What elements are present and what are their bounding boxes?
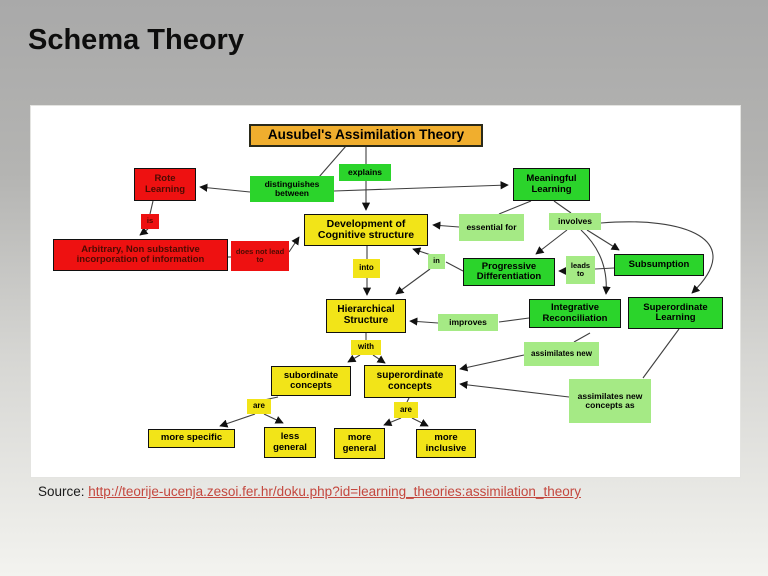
node-into: into bbox=[353, 259, 380, 278]
node-is: is bbox=[141, 214, 159, 229]
node-development-of-cognitive-structure: Development of Cognitive structure bbox=[304, 214, 428, 246]
node-assimilates-new: assimilates new bbox=[524, 342, 599, 366]
node-distinguishes-between: distinguishes between bbox=[250, 176, 334, 202]
node-meaningful-learning: Meaningful Learning bbox=[513, 168, 590, 201]
slide-title: Schema Theory bbox=[28, 24, 244, 56]
node-less-general: less general bbox=[264, 427, 316, 458]
source-line: Source: http://teorije-ucenja.zesoi.fer.… bbox=[38, 484, 581, 499]
node-leads-to: leads to bbox=[566, 256, 595, 284]
node-subordinate-concepts: subordinate concepts bbox=[271, 366, 351, 396]
node-integrative-reconciliation: Integrative Reconciliation bbox=[529, 299, 621, 328]
node-more-specific: more specific bbox=[148, 429, 235, 448]
node-superordinate-concepts: superordinate concepts bbox=[364, 365, 456, 398]
node-arbitrary-incorporation: Arbitrary, Non substantive incorporation… bbox=[53, 239, 228, 271]
node-more-general: more general bbox=[334, 428, 385, 459]
diagram-panel: Ausubel's Assimilation Theory Rote Learn… bbox=[30, 105, 741, 478]
node-more-inclusive: more inclusive bbox=[416, 429, 476, 458]
node-subsumption: Subsumption bbox=[614, 254, 704, 276]
node-superordinate-learning: Superordinate Learning bbox=[628, 297, 723, 329]
source-link[interactable]: http://teorije-ucenja.zesoi.fer.hr/doku.… bbox=[88, 484, 581, 499]
node-assimilates-new-concepts-as: assimilates new concepts as bbox=[569, 379, 651, 423]
node-in: in bbox=[428, 254, 445, 269]
source-label: Source: bbox=[38, 484, 85, 499]
node-are-right: are bbox=[394, 402, 418, 418]
node-are-left: are bbox=[247, 399, 271, 414]
node-essential-for: essential for bbox=[459, 214, 524, 241]
concept-map-edges bbox=[139, 145, 714, 428]
node-explains: explains bbox=[339, 164, 391, 181]
node-rote-learning: Rote Learning bbox=[134, 168, 196, 201]
node-with: with bbox=[351, 340, 381, 355]
node-involves: involves bbox=[549, 213, 601, 230]
node-does-not-lead-to: does not lead to bbox=[231, 241, 289, 271]
node-hierarchical-structure: Hierarchical Structure bbox=[326, 299, 406, 333]
node-progressive-differentiation: Progressive Differentiation bbox=[463, 258, 555, 286]
node-ausubel-assimilation-theory: Ausubel's Assimilation Theory bbox=[249, 124, 483, 147]
node-improves: improves bbox=[438, 314, 498, 331]
